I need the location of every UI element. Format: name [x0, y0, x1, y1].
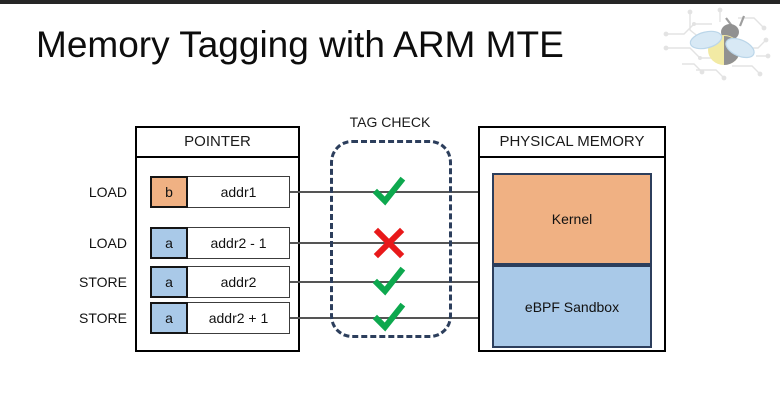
op-label-store-1: STORE [79, 274, 127, 290]
pointer-tag-cell: b [150, 176, 188, 208]
tag-check-region [330, 140, 452, 338]
pointer-address-cell: addr2 + 1 [188, 302, 290, 334]
memory-region-label: eBPF Sandbox [524, 298, 620, 315]
memory-region-label: Kernel [551, 211, 593, 227]
top-edge-strip [0, 0, 780, 4]
memory-region-kernel[interactable]: Kernel [492, 173, 652, 265]
tag-check-fail-icon [373, 227, 405, 259]
ebpf-bee-logo [663, 7, 771, 81]
memory-region-sandbox[interactable]: eBPF Sandbox [492, 265, 652, 348]
tag-check-pass-icon [372, 176, 406, 206]
op-label-store-2: STORE [79, 310, 127, 326]
page-title: Memory Tagging with ARM MTE [36, 24, 564, 65]
tag-check-pass-icon [372, 302, 406, 332]
pointer-panel-header: POINTER [137, 128, 298, 158]
tag-check-label: TAG CHECK [349, 114, 431, 130]
pointer-row[interactable]: b addr1 [150, 176, 290, 208]
pointer-address-cell: addr2 - 1 [188, 227, 290, 259]
pointer-row[interactable]: a addr2 + 1 [150, 302, 290, 334]
pointer-row[interactable]: a addr2 [150, 266, 290, 298]
physical-memory-header: PHYSICAL MEMORY [480, 128, 664, 158]
op-label-load-1: LOAD [88, 184, 127, 200]
op-label-load-2: LOAD [88, 235, 127, 251]
pointer-tag-cell: a [150, 227, 188, 259]
pointer-address-cell: addr1 [188, 176, 290, 208]
tag-check-pass-icon [372, 266, 406, 296]
pointer-tag-cell: a [150, 266, 188, 298]
pointer-row[interactable]: a addr2 - 1 [150, 227, 290, 259]
pointer-tag-cell: a [150, 302, 188, 334]
pointer-address-cell: addr2 [188, 266, 290, 298]
